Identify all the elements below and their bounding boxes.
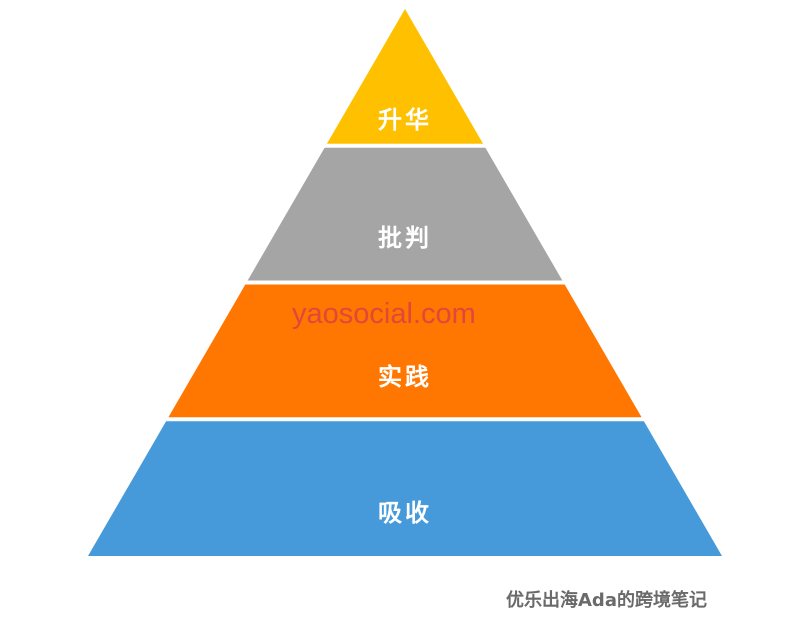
level-label-2: 批判 bbox=[378, 224, 432, 252]
pyramid-level-2 bbox=[247, 147, 563, 281]
level-label-3: 实践 bbox=[378, 363, 432, 391]
pyramid-level-3 bbox=[168, 284, 642, 418]
watermark: yaosocial.com bbox=[292, 298, 476, 330]
level-label-base: 吸收 bbox=[378, 499, 432, 527]
author-credit: 优乐出海Ada的跨境笔记 bbox=[506, 590, 707, 611]
level-label-top: 升华 bbox=[378, 106, 432, 134]
pyramid-level-top bbox=[326, 9, 484, 144]
pyramid-level-base bbox=[88, 421, 722, 556]
